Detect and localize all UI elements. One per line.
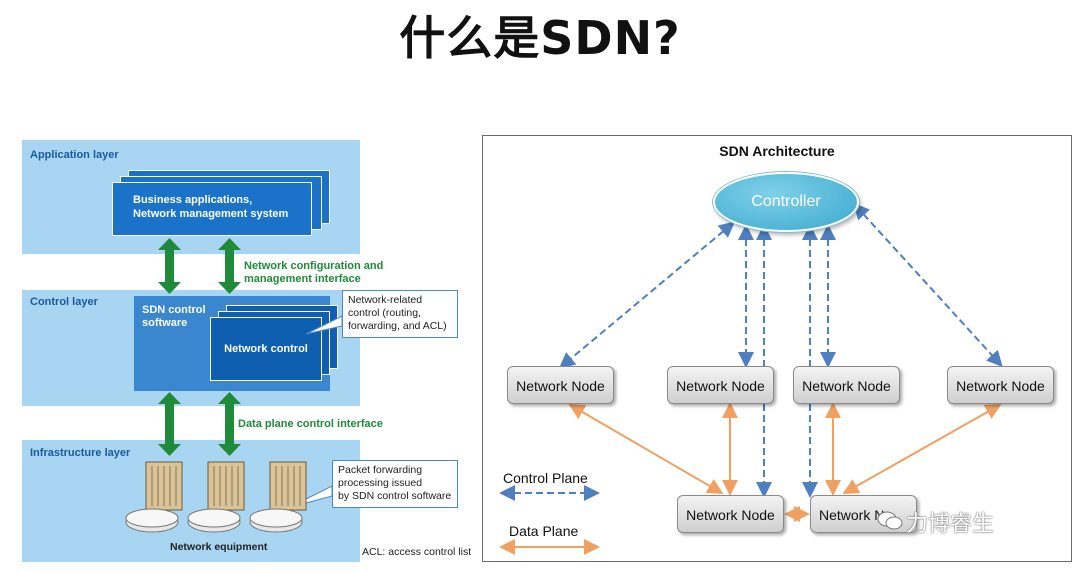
control-plane-links — [558, 203, 1003, 498]
control-layer-label: Control layer — [30, 296, 98, 308]
data-link-1 — [568, 403, 724, 495]
control-link-1 — [558, 221, 736, 369]
control-link-6 — [853, 203, 1003, 367]
server-2 — [207, 461, 245, 511]
network-node-top-3: Network Node — [793, 366, 900, 404]
wechat-icon — [877, 510, 903, 530]
page-title: 什么是SDN? — [399, 11, 681, 65]
green-arrow-4 — [218, 392, 241, 456]
infrastructure-layer-label: Infrastructure layer — [30, 447, 131, 459]
green-arrow-1 — [158, 238, 181, 294]
packet-forwarding-callout: Packet forwarding processing issued by S… — [332, 460, 458, 508]
server-3 — [269, 461, 307, 511]
green-arrow-2 — [218, 238, 241, 294]
network-node-bottom-1: Network Node — [677, 495, 784, 533]
controller-node: Controller — [713, 172, 859, 232]
data-link-4 — [842, 404, 1002, 494]
network-node-top-4: Network Node — [947, 366, 1054, 404]
network-control-box: Network control — [210, 317, 322, 381]
sdn-architecture-title: SDN Architecture — [719, 143, 835, 159]
network-node-top-1: Network Node — [507, 366, 614, 404]
server-1 — [145, 461, 183, 511]
legend-control-plane: Control Plane — [503, 470, 588, 486]
green-arrow-3 — [158, 392, 181, 456]
network-config-interface-label: Network configuration and management int… — [244, 260, 384, 285]
watermark-text: 力博睿生 — [906, 512, 995, 537]
business-applications-box: Business applications, Network managemen… — [112, 182, 312, 236]
network-node-top-2: Network Node — [667, 366, 774, 404]
application-layer-label: Application layer — [30, 149, 119, 161]
acl-note: ACL: access control list — [362, 546, 472, 558]
callout-pointer-1 — [305, 315, 343, 335]
left-diagram-graphics — [125, 238, 343, 533]
network-equipment-label: Network equipment — [170, 541, 268, 553]
data-plane-links — [568, 402, 1002, 522]
router-2 — [187, 508, 241, 533]
legend-data-plane: Data Plane — [509, 523, 579, 539]
network-control-callout: Network-related control (routing, forwar… — [342, 290, 458, 338]
router-1 — [125, 508, 179, 533]
data-plane-interface-label: Data plane control interface — [238, 418, 383, 430]
router-3 — [249, 508, 303, 533]
